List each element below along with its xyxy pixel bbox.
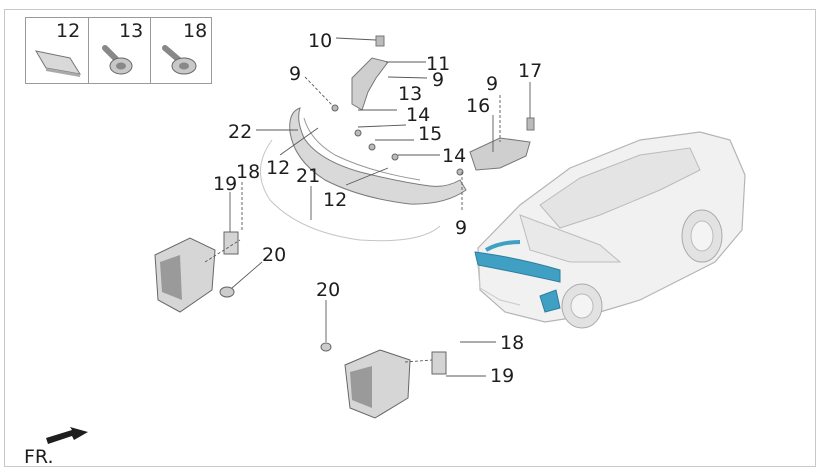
callout-14: 14 xyxy=(406,104,430,126)
callout-9: 9 xyxy=(432,69,444,91)
diagram-frame xyxy=(4,9,816,467)
side-bracket xyxy=(469,117,535,171)
legend-cell-13: 13 xyxy=(88,18,151,83)
highlighted-bumper xyxy=(474,251,561,283)
vehicle-illustration xyxy=(474,131,746,329)
fog-lamp-left xyxy=(154,231,239,313)
callout-9: 9 xyxy=(455,217,467,239)
callout-19: 19 xyxy=(213,173,237,195)
callout-11: 11 xyxy=(426,53,450,75)
callout-19: 19 xyxy=(490,365,514,387)
callout-21: 21 xyxy=(296,165,320,187)
callout-12: 12 xyxy=(323,189,347,211)
bumper-outline xyxy=(260,139,441,242)
callout-labels: 10 11 9 9 13 14 15 14 9 16 17 22 12 18 2… xyxy=(213,30,542,387)
callout-17: 17 xyxy=(518,60,542,82)
callout-13: 13 xyxy=(398,83,422,105)
fog-lamp-right xyxy=(320,342,447,419)
callout-15: 15 xyxy=(418,123,442,145)
callout-9: 9 xyxy=(289,63,301,85)
callout-20: 20 xyxy=(316,279,340,301)
bolt-icon xyxy=(162,45,197,75)
leader-lines xyxy=(204,37,531,377)
center-bracket xyxy=(351,35,389,111)
parts-legend: 12 13 18 xyxy=(25,17,212,84)
front-direction-label: FR. xyxy=(24,446,54,468)
foam-strip-icon xyxy=(34,50,82,77)
callout-10: 10 xyxy=(308,30,332,52)
callout-16: 16 xyxy=(466,95,490,117)
callout-9: 9 xyxy=(486,73,498,95)
legend-cell-18: 18 xyxy=(150,18,213,83)
callout-18: 18 xyxy=(236,161,260,183)
callout-18: 18 xyxy=(500,332,524,354)
legend-number-18: 18 xyxy=(183,20,208,42)
legend-cell-12: 12 xyxy=(26,18,88,83)
bolt-icon xyxy=(102,45,133,75)
callout-14: 14 xyxy=(442,145,466,167)
legend-number-13: 13 xyxy=(119,20,144,42)
legend-number-12: 12 xyxy=(56,20,81,42)
callout-22: 22 xyxy=(228,121,252,143)
front-direction-arrow-icon xyxy=(46,427,88,444)
callout-20: 20 xyxy=(262,244,286,266)
bumper-cover xyxy=(289,107,467,205)
callout-12: 12 xyxy=(266,157,290,179)
